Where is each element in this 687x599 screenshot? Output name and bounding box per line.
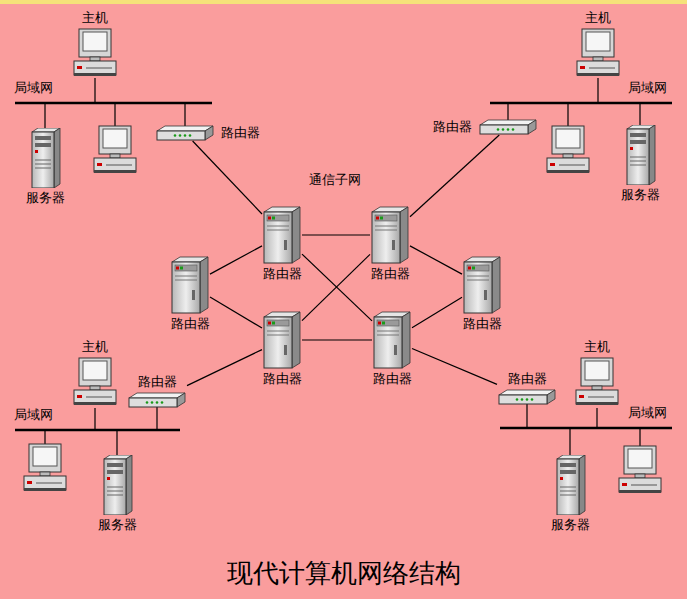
pc-icon	[547, 126, 589, 173]
network-link	[302, 254, 372, 321]
lan-router-node: 路由器	[433, 119, 538, 135]
device-label: 主机	[585, 10, 611, 26]
pc-icon	[24, 444, 66, 491]
lan-label: 局域网	[628, 405, 667, 421]
router-node: 路由器	[372, 311, 412, 387]
pc-icon	[94, 126, 136, 173]
network-link	[187, 350, 262, 386]
router-icon	[262, 206, 302, 264]
device-label: 路由器	[138, 374, 177, 390]
device-label: 主机	[82, 339, 108, 355]
device-label: 服务器	[621, 187, 660, 203]
network-link	[193, 141, 262, 214]
router-icon	[462, 256, 502, 314]
host-computer-node: 主机	[575, 10, 621, 78]
device-label: 服务器	[551, 517, 590, 533]
lan-label: 局域网	[14, 407, 53, 423]
router-node: 路由器	[170, 256, 210, 332]
router-node: 路由器	[262, 311, 302, 387]
server-node: 服务器	[98, 455, 137, 533]
device-label: 路由器	[221, 125, 260, 141]
device-label: 服务器	[26, 190, 65, 206]
host-computer-icon	[575, 28, 621, 78]
server-node: 服务器	[621, 125, 660, 203]
device-label: 主机	[82, 10, 108, 26]
network-link	[302, 340, 372, 341]
server-icon	[100, 455, 134, 515]
device-label: 路由器	[263, 266, 302, 282]
network-link	[410, 135, 499, 217]
lan-router-icon	[497, 389, 557, 405]
subnet-ellipse: 通信子网路由器路由器路由器路由器路由器路由器	[145, 160, 545, 410]
lan-label: 局域网	[628, 80, 667, 96]
device-label: 路由器	[171, 316, 210, 332]
network-link	[410, 246, 462, 274]
network-link	[210, 246, 262, 274]
host-computer-node: 主机	[574, 339, 620, 407]
pc-icon	[619, 446, 661, 493]
router-icon	[170, 256, 210, 314]
router-icon	[370, 206, 410, 264]
router-icon	[372, 311, 412, 369]
device-label: 路由器	[263, 371, 302, 387]
host-computer-icon	[574, 357, 620, 407]
device-label: 路由器	[508, 371, 547, 387]
server-node: 服务器	[551, 455, 590, 533]
server-icon	[623, 125, 657, 185]
network-link	[412, 348, 497, 384]
lan-router-icon	[155, 125, 215, 141]
network-link	[210, 297, 262, 328]
device-label: 路由器	[371, 266, 410, 282]
server-icon	[553, 455, 587, 515]
device-label: 服务器	[98, 517, 137, 533]
router-node: 路由器	[262, 206, 302, 282]
network-link	[412, 297, 462, 328]
router-icon	[262, 311, 302, 369]
host-computer-icon	[72, 357, 118, 407]
device-label: 路由器	[463, 316, 502, 332]
device-label: 主机	[584, 339, 610, 355]
subnet-title: 通信子网	[125, 172, 545, 188]
server-node: 服务器	[26, 128, 65, 206]
lan-router-node: 路由器	[497, 371, 557, 405]
device-label: 路由器	[433, 119, 472, 135]
host-computer-node: 主机	[72, 339, 118, 407]
lan-label: 局域网	[14, 80, 53, 96]
lan-router-node: 路由器	[155, 125, 260, 141]
server-icon	[28, 128, 62, 188]
host-computer-node: 主机	[72, 10, 118, 78]
lan-router-icon	[478, 119, 538, 135]
device-label: 路由器	[373, 371, 412, 387]
lan-router-icon	[127, 392, 187, 408]
figure-caption: 现代计算机网络结构	[0, 556, 687, 590]
host-computer-icon	[72, 28, 118, 78]
lan-router-node: 路由器	[127, 374, 187, 408]
network-link	[302, 254, 370, 320]
router-node: 路由器	[462, 256, 502, 332]
network-link	[302, 235, 370, 236]
router-node: 路由器	[370, 206, 410, 282]
